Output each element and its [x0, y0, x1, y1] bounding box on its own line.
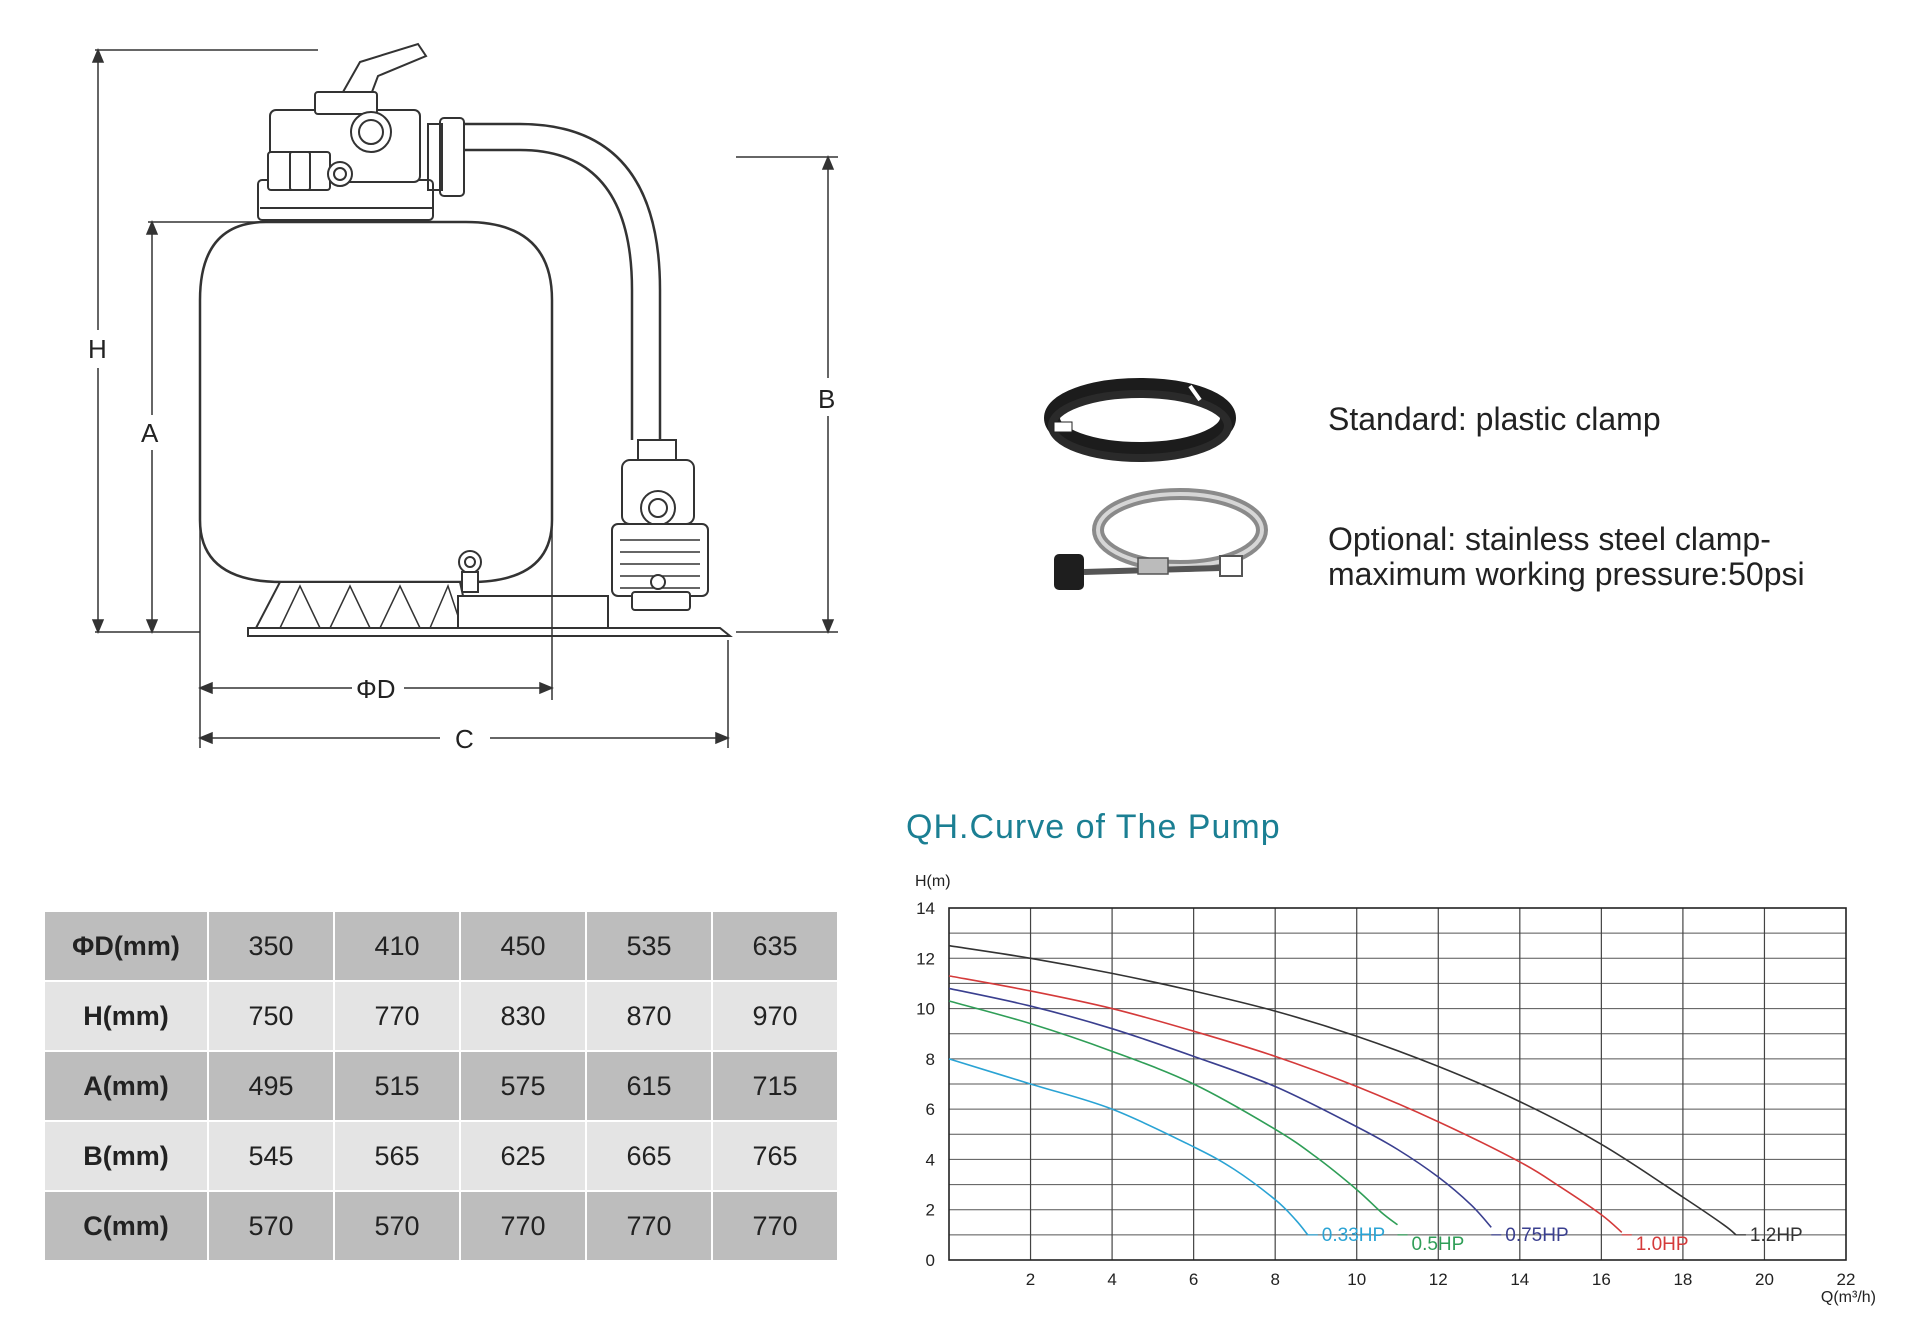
- drain-valve: [458, 550, 482, 593]
- table-cell: 625: [459, 1120, 587, 1192]
- row-header: C(mm): [43, 1190, 209, 1262]
- x-tick-label: 22: [1837, 1270, 1856, 1289]
- table-cell: 570: [333, 1190, 461, 1262]
- table-cell: 750: [207, 980, 335, 1052]
- dimension-label-d: ΦD: [356, 674, 396, 704]
- y-tick-label: 14: [916, 899, 935, 918]
- tank-body: [198, 220, 554, 584]
- table-cell: 350: [207, 910, 335, 982]
- series-line-0-33hp: [948, 1058, 1309, 1236]
- connection-hose: [464, 122, 662, 440]
- x-tick-label: 18: [1673, 1270, 1692, 1289]
- series-label: 0.75HP: [1505, 1225, 1568, 1246]
- table-cell: 575: [459, 1050, 587, 1122]
- filter-base: [247, 581, 733, 637]
- table-cell: 545: [207, 1120, 335, 1192]
- clamp-options: Standard: plastic clamp Optional: stainl…: [1040, 370, 1900, 620]
- table-cell: 410: [333, 910, 461, 982]
- table-cell: 565: [333, 1120, 461, 1192]
- dimension-label-b: B: [818, 384, 835, 414]
- table-cell: 765: [711, 1120, 839, 1192]
- series-label: 0.5HP: [1412, 1234, 1465, 1255]
- table-cell: 515: [333, 1050, 461, 1122]
- y-tick-label: 0: [926, 1251, 935, 1270]
- x-tick-label: 12: [1429, 1270, 1448, 1289]
- plot-frame: [948, 907, 1847, 1261]
- table-cell: 665: [585, 1120, 713, 1192]
- y-axis-label: H(m): [915, 873, 951, 890]
- table-cell: 770: [711, 1190, 839, 1262]
- row-header: ΦD(mm): [43, 910, 209, 982]
- table-cell: 535: [585, 910, 713, 982]
- x-tick-label: 4: [1107, 1270, 1116, 1289]
- series-line-0-75hp: [948, 987, 1492, 1228]
- series-label: 1.0HP: [1636, 1234, 1689, 1255]
- row-header: A(mm): [43, 1050, 209, 1122]
- table-cell: 495: [207, 1050, 335, 1122]
- table-cell: 615: [585, 1050, 713, 1122]
- x-axis-label: Q(m³/h): [1821, 1289, 1876, 1306]
- clamp-option-stainless: Optional: stainless steel clamp- maximum…: [1040, 480, 1900, 620]
- dimension-label-c: C: [455, 724, 474, 754]
- x-tick-label: 8: [1270, 1270, 1279, 1289]
- row-header: H(mm): [43, 980, 209, 1052]
- filter-dimension-diagram: H A B ΦD C: [88, 42, 838, 754]
- x-tick-label: 14: [1510, 1270, 1529, 1289]
- dimension-label-a: A: [141, 418, 159, 448]
- x-tick-label: 16: [1592, 1270, 1611, 1289]
- y-tick-label: 4: [926, 1150, 935, 1169]
- table-cell: 870: [585, 980, 713, 1052]
- chart-title: QH.Curve of The Pump: [906, 808, 1281, 846]
- series-line-0-5hp: [948, 1000, 1398, 1226]
- clamp-option-standard: Standard: plastic clamp: [1040, 370, 1900, 480]
- stainless-clamp-icon: [1054, 488, 1268, 590]
- series-line-1-0hp: [948, 975, 1623, 1233]
- table-cell: 770: [585, 1190, 713, 1262]
- y-tick-label: 12: [916, 949, 935, 968]
- qh-curve-chart: 0 2 4 6 8 10 12 14 2 4 6 8 10 12 14 16 18 20 22 H(m) Q(m³/h)…: [915, 873, 1876, 1306]
- table-cell: 450: [459, 910, 587, 982]
- x-tick-label: 20: [1755, 1270, 1774, 1289]
- table-cell: 970: [711, 980, 839, 1052]
- multiport-valve: [257, 42, 465, 221]
- row-header: B(mm): [43, 1120, 209, 1192]
- table-cell: 635: [711, 910, 839, 982]
- x-tick-label: 10: [1347, 1270, 1366, 1289]
- y-tick-label: 10: [916, 1000, 935, 1019]
- series-label: 1.2HP: [1750, 1225, 1803, 1246]
- table-cell: 770: [333, 980, 461, 1052]
- table-cell: 770: [459, 1190, 587, 1262]
- series-line-1-2hp: [948, 944, 1737, 1236]
- plastic-clamp-label: Standard: plastic clamp: [1328, 401, 1661, 437]
- series-label: 0.33HP: [1322, 1225, 1385, 1246]
- dimension-label-h: H: [88, 334, 107, 364]
- table-cell: 570: [207, 1190, 335, 1262]
- y-tick-label: 8: [926, 1050, 935, 1069]
- stainless-clamp-label: Optional: stainless steel clamp- maximum…: [1328, 521, 1805, 592]
- y-tick-label: 2: [926, 1201, 935, 1220]
- plastic-clamp-icon: [1044, 378, 1236, 462]
- x-tick-label: 2: [1026, 1270, 1035, 1289]
- pump-body: [611, 439, 709, 611]
- table-cell: 830: [459, 980, 587, 1052]
- table-cell: 715: [711, 1050, 839, 1122]
- y-tick-label: 6: [926, 1100, 935, 1119]
- x-tick-label: 6: [1189, 1270, 1198, 1289]
